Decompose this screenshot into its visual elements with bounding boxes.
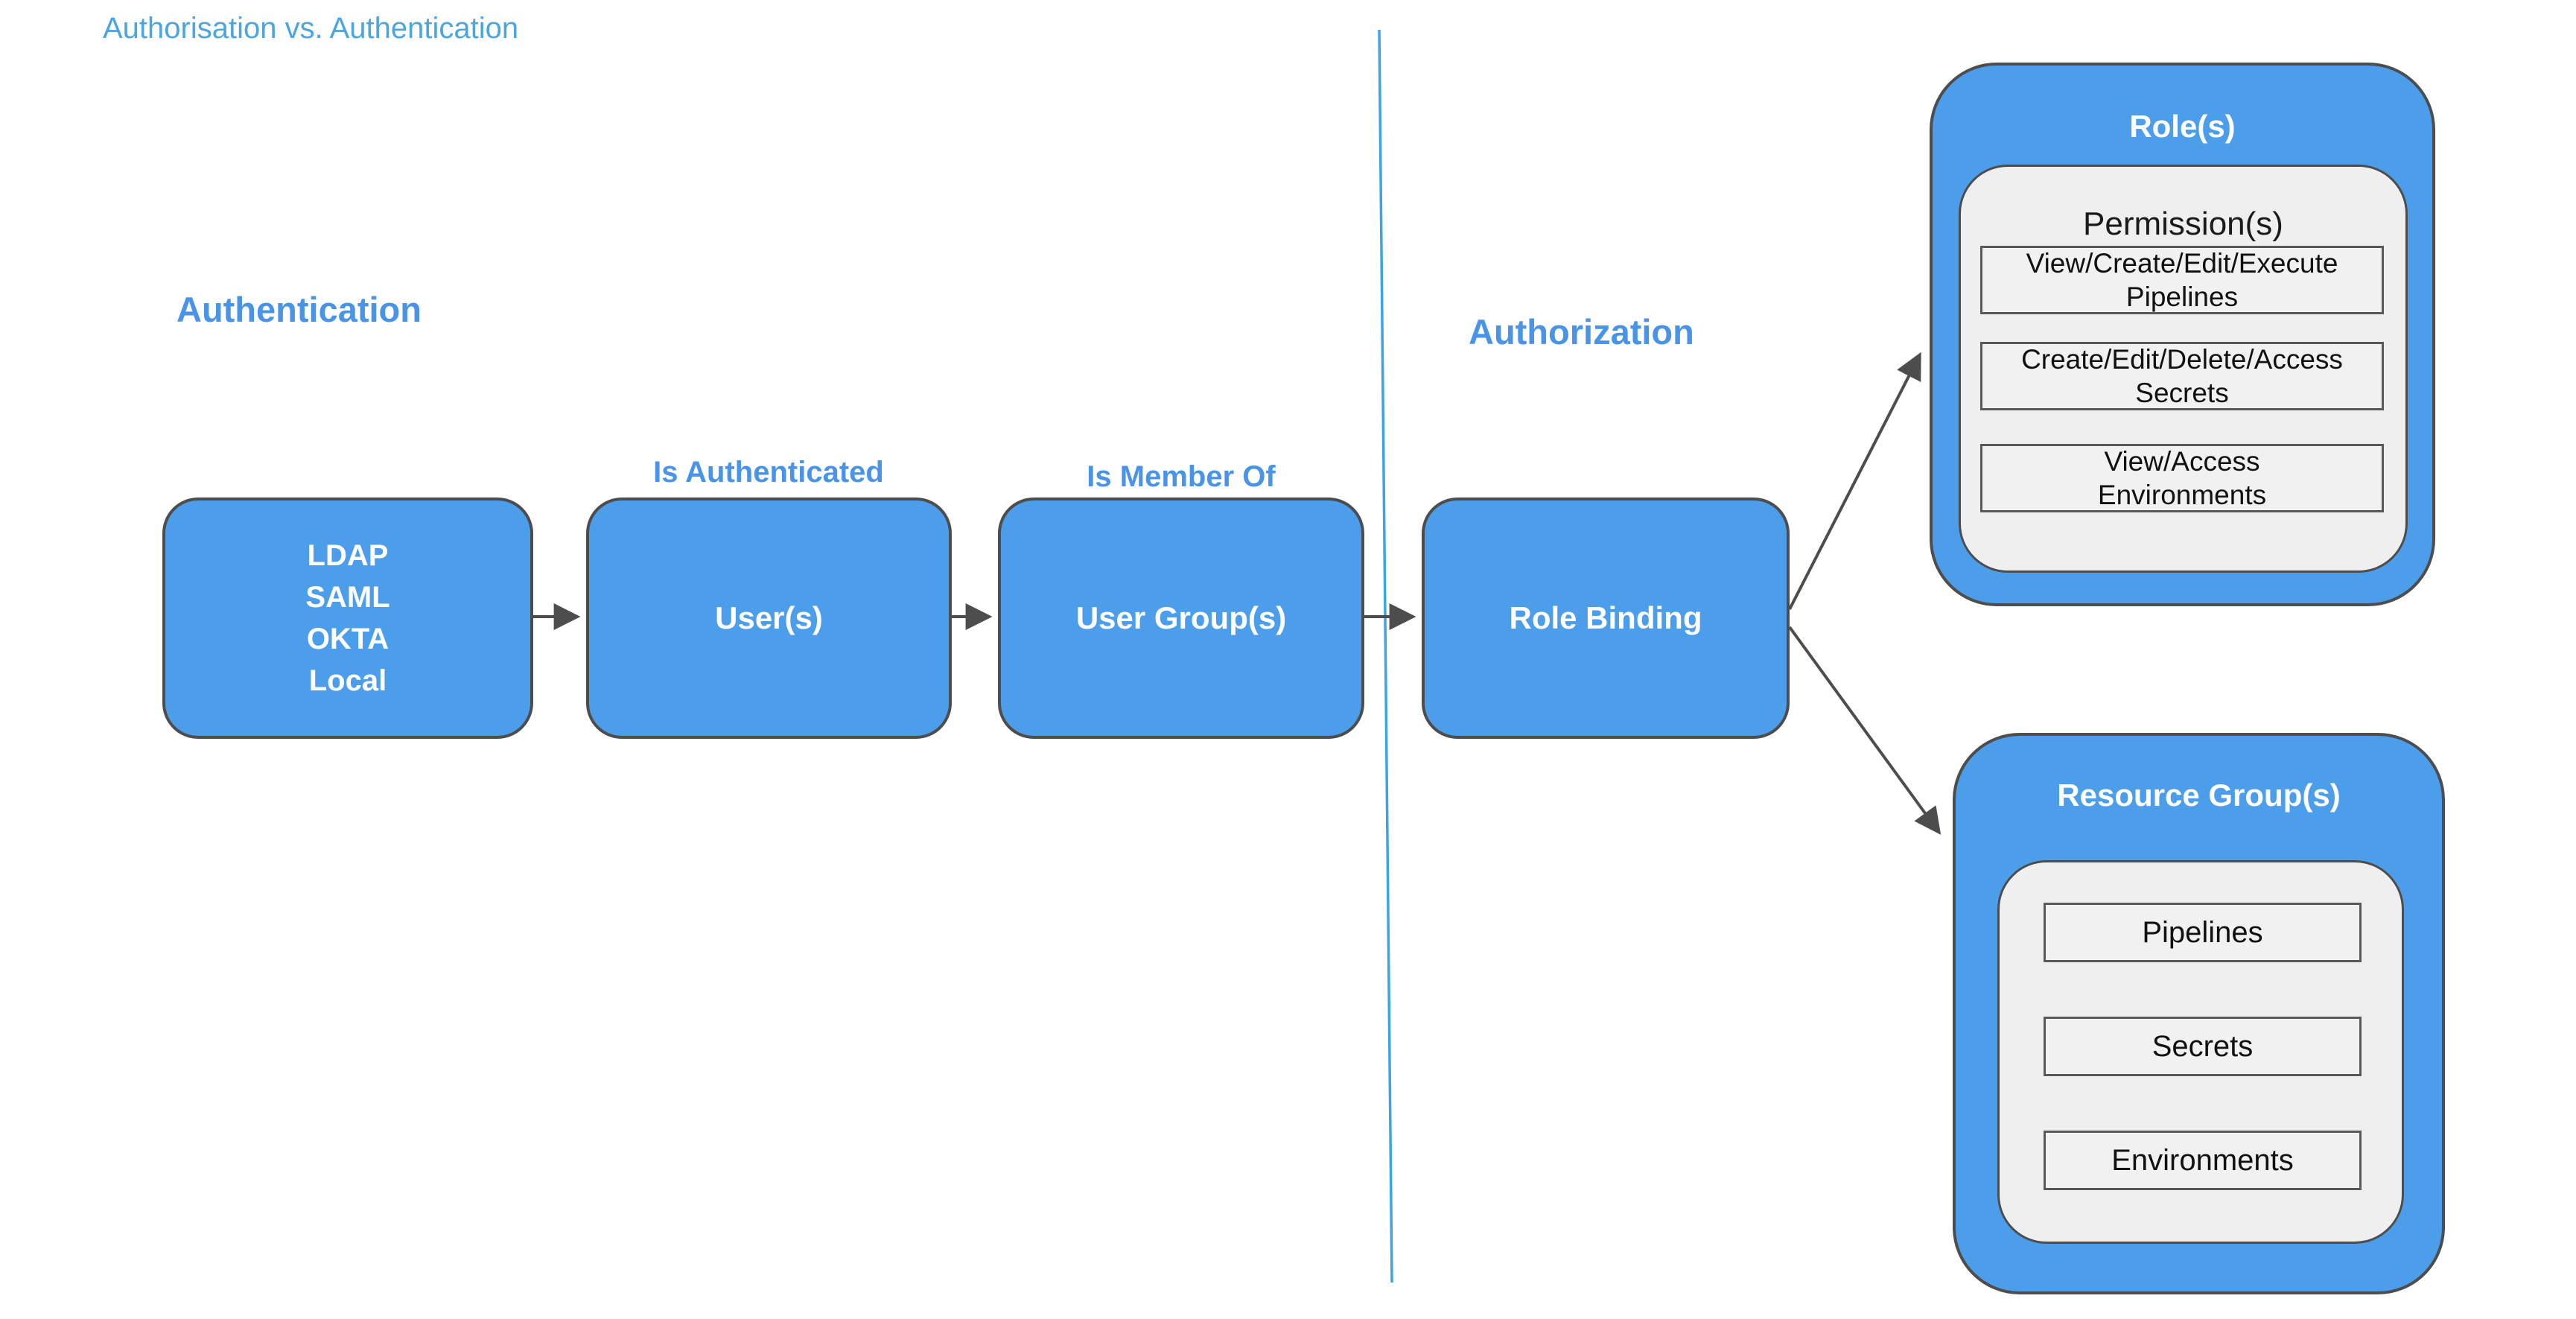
resource-item-environments: Environments: [2044, 1131, 2362, 1190]
resource-item-label: Pipelines: [2142, 915, 2263, 949]
is-member-of-edge-label: Is Member Of: [1087, 460, 1276, 493]
role-binding-box: Role Binding: [1422, 498, 1790, 739]
permission-item-line: Secrets: [2135, 378, 2229, 408]
identity-providers-box: LDAP SAML OKTA Local: [162, 498, 533, 739]
resource-item-label: Secrets: [2152, 1029, 2254, 1063]
users-box: User(s): [586, 498, 952, 739]
roles-container-title: Role(s): [2129, 109, 2236, 144]
resource-groups-container-title: Resource Group(s): [2057, 778, 2341, 813]
resource-item-secrets: Secrets: [2044, 1017, 2362, 1076]
permission-item-pipelines: View/Create/Edit/Execute Pipelines: [1980, 246, 2384, 314]
authorization-heading: Authorization: [1469, 312, 1694, 352]
users-box-label: User(s): [715, 600, 823, 635]
permission-item-environments: View/Access Environments: [1980, 444, 2384, 512]
is-authenticated-edge-label: Is Authenticated: [653, 456, 884, 489]
page-title: Authorisation vs. Authentication: [103, 12, 519, 45]
section-divider-line: [1378, 29, 1393, 1283]
permission-item-line: View/Access: [2104, 445, 2260, 477]
permissions-panel-title: Permission(s): [2083, 206, 2283, 242]
permission-item-line: Environments: [2097, 480, 2267, 510]
permission-item-secrets: Create/Edit/Delete/Access Secrets: [1980, 342, 2384, 410]
authentication-heading: Authentication: [176, 290, 422, 329]
permission-item-line: Pipelines: [2125, 282, 2239, 312]
source-line-okta: OKTA: [306, 623, 389, 655]
user-groups-box: User Group(s): [998, 498, 1364, 739]
source-line-local: Local: [308, 664, 387, 697]
resource-item-pipelines: Pipelines: [2044, 903, 2362, 962]
arrow-role-binding-to-resource-groups: [1788, 626, 1941, 835]
permission-item-line: View/Create/Edit/Execute: [2026, 247, 2338, 279]
resource-item-label: Environments: [2111, 1143, 2294, 1177]
source-line-ldap: LDAP: [307, 539, 389, 572]
arrow-role-binding-to-roles: [1788, 352, 1921, 610]
user-groups-box-label: User Group(s): [1075, 600, 1287, 635]
permission-item-line: Create/Edit/Delete/Access: [2021, 343, 2343, 375]
identity-providers-label: LDAP SAML OKTA Local: [305, 535, 389, 702]
role-binding-box-label: Role Binding: [1509, 600, 1702, 635]
source-line-saml: SAML: [305, 581, 390, 614]
